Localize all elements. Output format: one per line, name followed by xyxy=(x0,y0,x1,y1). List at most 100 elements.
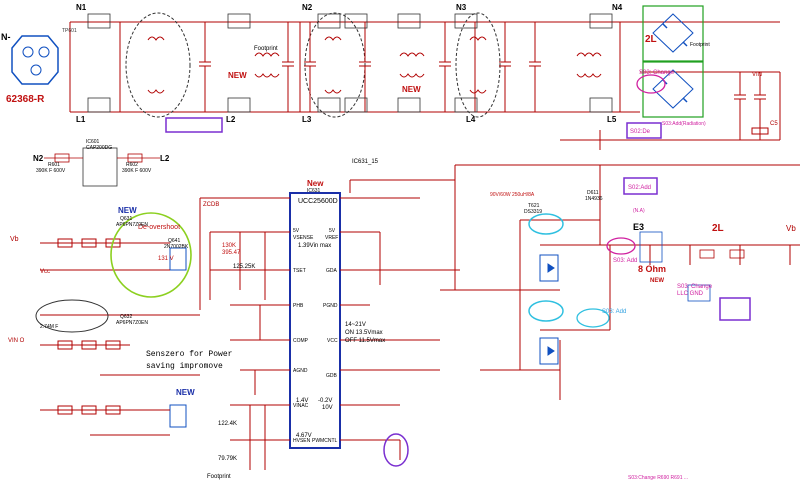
ref-q641: Q641 xyxy=(168,238,180,244)
annotation-2l-top: 2L xyxy=(645,34,657,45)
annotation-de-overshoot: De-overshoot xyxy=(138,224,180,231)
node-l3: L3 xyxy=(302,115,312,124)
mosfets xyxy=(169,247,559,428)
ic-pin-r3: PGND xyxy=(323,303,338,309)
left-resistor-chains xyxy=(40,238,200,436)
annotation-s02-de: S02:De xyxy=(630,129,651,135)
annotation-s03-radiation: S03:Add(Radiation) xyxy=(662,121,706,127)
ic-note-2: -0.2V xyxy=(318,398,332,404)
ref-t621: T621 xyxy=(528,203,540,209)
ic-pin-r0: 5V xyxy=(329,228,336,234)
node-vin-left: VIN O xyxy=(8,338,25,344)
ref-q632: Q632 xyxy=(120,314,132,320)
annotation-s03-change-top: S03: Change xyxy=(639,70,675,76)
ic-pin-r2: GDA xyxy=(326,268,338,274)
value-79: 79.79K xyxy=(218,456,237,462)
node-l2-left: L2 xyxy=(160,154,170,163)
ic-pin-l0: 5V xyxy=(293,228,300,234)
ref-r601v: 390K F 600V xyxy=(36,168,66,174)
annotation-new-8ohm: NEW xyxy=(650,278,664,284)
ic-pin-l7: HVSEN xyxy=(293,438,311,444)
value-125: 125.25K xyxy=(233,264,255,270)
node-vin: VIN xyxy=(752,72,762,78)
node-l5: L5 xyxy=(607,115,617,124)
spark-gap-boxes xyxy=(87,13,613,113)
annotation-vcc-on: ON 13.5Vmax xyxy=(345,330,383,336)
ic-ref: IC631_15 xyxy=(352,159,379,165)
ic-pin-l2: TSET xyxy=(293,268,306,274)
bridge-rectifiers xyxy=(642,5,704,118)
ref-r601: R601 xyxy=(48,162,60,168)
ic-pin-r5: GDB xyxy=(326,373,338,379)
ic-right-wiring xyxy=(340,165,460,460)
node-vb-right: Vb xyxy=(786,224,796,233)
annotation-new-bottom: NEW xyxy=(176,388,195,397)
ref-t621p: DS3319 xyxy=(524,209,542,215)
connector-label: TP601 xyxy=(62,28,77,34)
ic-pin-l5: AGND xyxy=(293,368,308,374)
output-section xyxy=(639,231,751,321)
ic-pin-l4: COMP xyxy=(293,338,309,344)
bulk-capacitors xyxy=(734,72,769,140)
ic-note-4: 4.67V xyxy=(296,433,312,439)
value-122: 122.4K xyxy=(218,421,237,427)
ref-cap: CAP200DG xyxy=(86,145,112,151)
ref-d611p: 1N4936 xyxy=(585,196,603,202)
power-stage xyxy=(440,164,800,400)
node-e3: E3 xyxy=(633,222,644,232)
annotation-vcc-range: 14~21V xyxy=(345,322,366,328)
node-n2-left: N2 xyxy=(33,154,44,163)
connector-name: 62368-R xyxy=(6,94,45,105)
node-n1: N1 xyxy=(76,3,87,12)
annotation-bottom-note: S03:Change R690 R691 ... xyxy=(628,475,688,481)
ref-q632p: AP6PN7Z0EN xyxy=(116,320,148,326)
ref-q631p: AP6PN7Z0EN xyxy=(116,222,148,228)
emi-filter-stages xyxy=(125,12,602,118)
annotation-new-top: NEW xyxy=(228,71,247,80)
ic-note-0: 1.39Vin max xyxy=(298,243,331,249)
ic-note-1: 1.4V xyxy=(296,398,308,404)
annotation-s03-llc: LLC GND xyxy=(677,291,704,297)
edit-highlights xyxy=(35,74,666,467)
annotation-s02-add: S02:Add xyxy=(628,185,651,191)
value-395: 395.47 xyxy=(222,250,241,256)
annotation-footprint-right: Footprint xyxy=(690,42,710,48)
ic-part: UCC25600D xyxy=(298,198,338,205)
ic601-block xyxy=(44,147,160,187)
value-130k: 130K xyxy=(222,243,236,249)
x-capacitors xyxy=(199,22,541,112)
node-vb-left: Vb xyxy=(10,236,19,243)
value-27: 2.74M F xyxy=(40,324,58,330)
annotation-vcc-off: OFF 11.5Vmax xyxy=(345,338,385,344)
value-131: 131 V xyxy=(158,256,174,262)
ic-pin-l1: VSENSE xyxy=(293,235,314,241)
annotation-new-ic: New xyxy=(307,179,324,188)
node-n4: N4 xyxy=(612,3,623,12)
annotation-new-left: NEW xyxy=(118,206,137,215)
annotation-senszero: Senszero for Power xyxy=(146,350,233,359)
ic-pin-r4: VCC xyxy=(327,338,338,344)
annotation-s03-add: S03: Add xyxy=(613,258,637,264)
annotation-s03-add2: S03: Add xyxy=(602,309,626,315)
node-n3: N3 xyxy=(456,3,467,12)
connector-phase: N- xyxy=(1,32,11,42)
annotation-spec: 90V/60W 250uH/8A xyxy=(490,192,535,198)
ref-q631: Q631 xyxy=(120,216,132,222)
ref-ic601: IC601 xyxy=(86,139,100,145)
annotation-na: (N.A) xyxy=(633,208,645,214)
annotation-s03-change-right: S03: Change xyxy=(677,284,713,290)
ic-pin-l6: VINAC xyxy=(293,403,309,409)
annotation-footprint-top: Footprint xyxy=(254,46,278,52)
annotation-2l-right: 2L xyxy=(712,223,724,234)
ic-note-3: 10V xyxy=(322,405,333,411)
controller-ic xyxy=(289,192,341,449)
ref-r602: R602 xyxy=(126,162,138,168)
ic-left-wiring xyxy=(199,197,290,470)
ref-q641p: 2N7002BK xyxy=(164,244,189,250)
ic-pin-r1: VREF xyxy=(325,235,338,241)
ac-connector xyxy=(11,35,59,85)
ic-pin-r6: PWMCNTL xyxy=(312,438,337,444)
ic-sub: IC631 xyxy=(307,188,321,194)
